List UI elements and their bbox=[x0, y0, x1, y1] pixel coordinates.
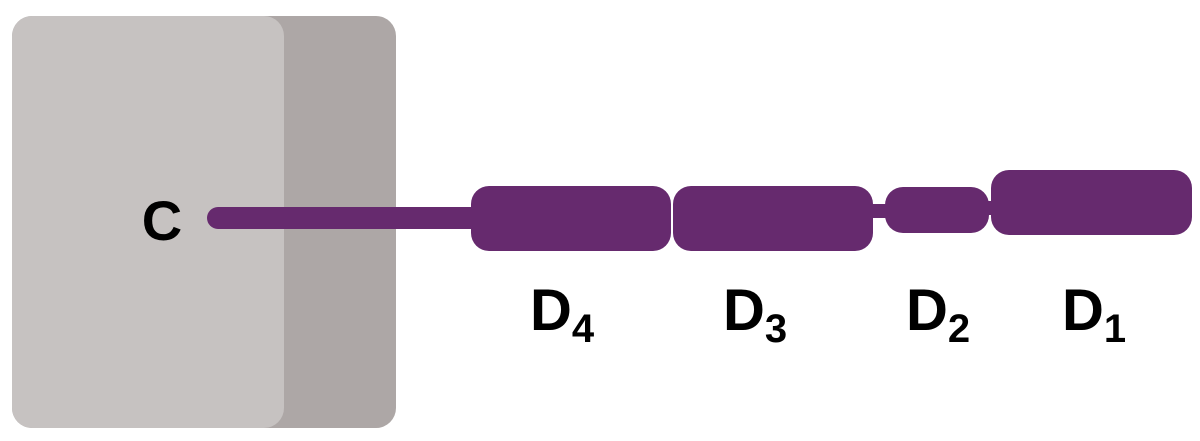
domain-labels: D4 D3 D2 D1 bbox=[530, 278, 1126, 351]
domain-d1-segment bbox=[991, 170, 1192, 235]
domain-d2-segment bbox=[885, 187, 989, 233]
membrane-front-panel bbox=[12, 16, 284, 428]
domain-label-d1: D1 bbox=[1062, 278, 1126, 351]
domain-label-d4: D4 bbox=[530, 278, 595, 351]
c-terminus-label: C bbox=[142, 189, 182, 252]
domain-label-d3: D3 bbox=[723, 278, 787, 351]
membrane-block bbox=[12, 16, 396, 428]
domain-d4-segment bbox=[471, 186, 671, 251]
domain-d3-segment bbox=[673, 186, 873, 251]
domain-label-d2: D2 bbox=[906, 278, 970, 351]
protein-chain bbox=[207, 170, 1192, 251]
